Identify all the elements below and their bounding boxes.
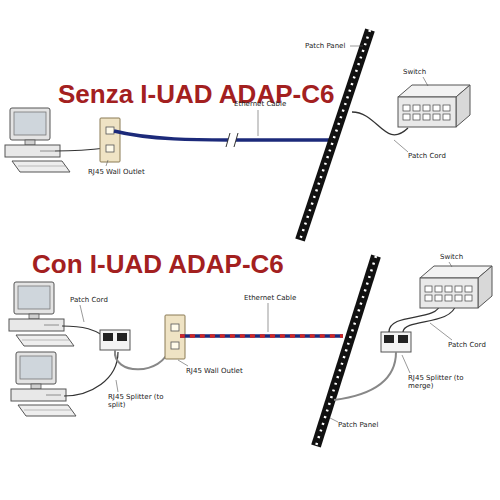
cable-label: Patch Cord [448, 341, 496, 349]
diagram-heading: Senza I-UAD ADAP-C6 [58, 80, 334, 109]
part-label: Patch Panel [338, 421, 388, 429]
part-label: RJ45 Splitter (to split) [108, 393, 164, 409]
part-label: Patch Panel [305, 42, 353, 50]
diagram-heading: Con I-UAD ADAP-C6 [32, 250, 284, 279]
part-label: RJ45 Wall Outlet [88, 168, 158, 176]
part-label: Switch [440, 253, 480, 261]
part-label: RJ45 Splitter (to merge) [408, 374, 464, 390]
part-label: Switch [403, 68, 443, 76]
cable-label: Patch Cord [408, 152, 458, 160]
cable-label: Patch Cord [70, 296, 120, 304]
part-label: RJ45 Wall Outlet [186, 367, 256, 375]
cable-label: Ethernet Cable [234, 100, 294, 108]
cable-label: Ethernet Cable [244, 294, 304, 302]
